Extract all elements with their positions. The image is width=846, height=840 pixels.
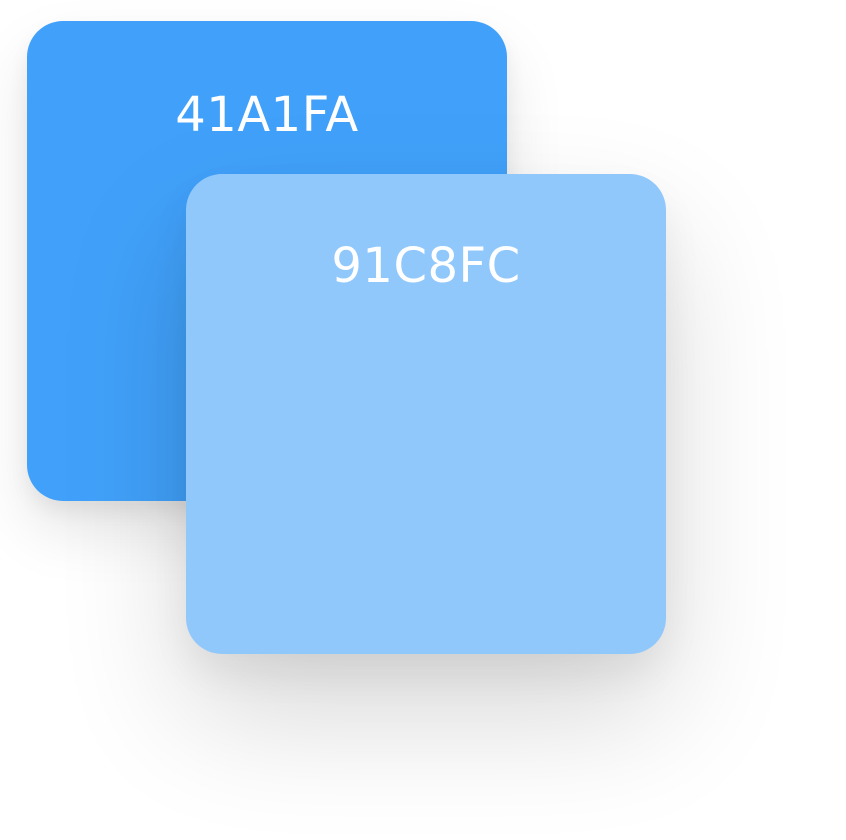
swatch-hex-label: 91C8FC	[331, 238, 521, 294]
color-swatch-secondary[interactable]: 91C8FC	[186, 174, 666, 654]
swatch-hex-label: 41A1FA	[175, 87, 359, 143]
